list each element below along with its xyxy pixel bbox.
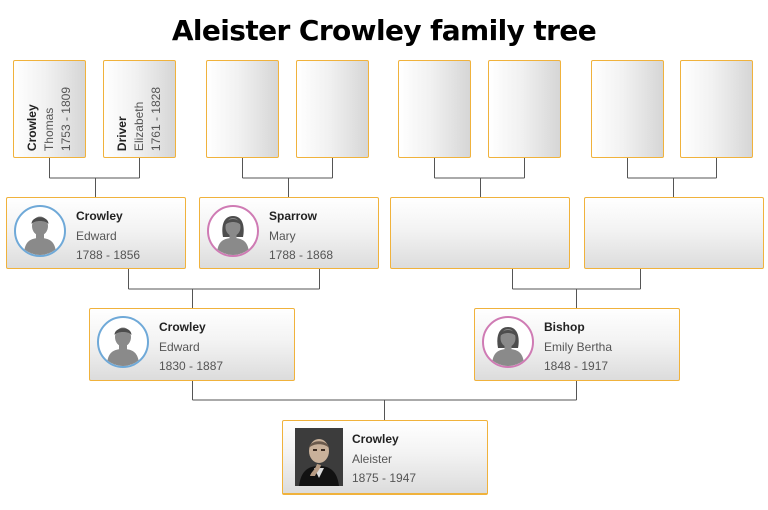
person-card-gen4[interactable]: Crowley Thomas 1753 - 1809 bbox=[13, 60, 86, 158]
person-lifespan: 1848 - 1917 bbox=[544, 359, 609, 373]
person-card-gen3-empty[interactable] bbox=[584, 197, 764, 269]
female-avatar-icon bbox=[482, 316, 534, 368]
person-card-root[interactable]: Crowley Aleister 1875 - 1947 bbox=[282, 420, 488, 495]
person-card-gen2[interactable]: Crowley Edward 1830 - 1887 bbox=[89, 308, 295, 381]
person-surname: Driver bbox=[115, 116, 129, 151]
person-surname: Crowley bbox=[352, 432, 399, 446]
person-card-gen4-empty[interactable] bbox=[488, 60, 561, 158]
person-lifespan: 1788 - 1868 bbox=[269, 248, 334, 262]
person-given-name: Aleister bbox=[352, 451, 393, 466]
male-avatar-icon bbox=[14, 205, 66, 257]
person-card-gen3[interactable]: Sparrow Mary 1788 - 1868 bbox=[199, 197, 379, 269]
person-info: Bishop Emily Bertha 1848 - 1917 bbox=[544, 318, 612, 377]
person-surname: Crowley bbox=[76, 209, 123, 223]
connector-line bbox=[128, 269, 320, 308]
female-avatar-icon bbox=[207, 205, 259, 257]
person-card-gen4-empty[interactable] bbox=[591, 60, 664, 158]
connector-line bbox=[512, 269, 641, 308]
page-title: Aleister Crowley family tree bbox=[171, 14, 597, 47]
connector-line bbox=[242, 158, 333, 197]
person-lifespan: 1761 - 1828 bbox=[149, 86, 163, 151]
person-card-text: Driver Elizabeth 1761 - 1828 bbox=[114, 87, 165, 151]
person-given-name: Edward bbox=[76, 228, 117, 243]
person-surname: Crowley bbox=[25, 104, 39, 151]
person-info: Crowley Edward 1830 - 1887 bbox=[159, 318, 223, 377]
person-surname: Sparrow bbox=[269, 209, 318, 223]
person-given-name: Thomas bbox=[42, 107, 56, 151]
person-card-gen3[interactable]: Crowley Edward 1788 - 1856 bbox=[6, 197, 186, 269]
person-given-name: Emily Bertha bbox=[544, 339, 613, 354]
person-card-gen2[interactable]: Bishop Emily Bertha 1848 - 1917 bbox=[474, 308, 680, 381]
person-info: Crowley Edward 1788 - 1856 bbox=[76, 207, 140, 266]
male-avatar-icon bbox=[97, 316, 149, 368]
connector-line bbox=[627, 158, 717, 197]
person-lifespan: 1788 - 1856 bbox=[76, 248, 141, 262]
person-card-gen4-empty[interactable] bbox=[398, 60, 471, 158]
person-surname: Crowley bbox=[159, 320, 206, 334]
person-lifespan: 1875 - 1947 bbox=[352, 471, 417, 485]
person-given-name: Elizabeth bbox=[132, 101, 146, 151]
person-lifespan: 1753 - 1809 bbox=[59, 86, 73, 151]
connector-line bbox=[192, 381, 577, 420]
connector-line bbox=[434, 158, 525, 197]
person-card-text: Crowley Thomas 1753 - 1809 bbox=[24, 87, 75, 151]
person-given-name: Edward bbox=[159, 339, 200, 354]
connector-line bbox=[49, 158, 140, 197]
person-card-gen4-empty[interactable] bbox=[680, 60, 753, 158]
person-given-name: Mary bbox=[269, 228, 296, 243]
person-card-gen4-empty[interactable] bbox=[296, 60, 369, 158]
person-card-gen4[interactable]: Driver Elizabeth 1761 - 1828 bbox=[103, 60, 176, 158]
person-info: Sparrow Mary 1788 - 1868 bbox=[269, 207, 333, 266]
person-card-gen3-empty[interactable] bbox=[390, 197, 570, 269]
person-surname: Bishop bbox=[544, 320, 585, 334]
portrait-photo bbox=[295, 428, 343, 486]
person-info: Crowley Aleister 1875 - 1947 bbox=[352, 430, 416, 489]
person-card-gen4-empty[interactable] bbox=[206, 60, 279, 158]
person-lifespan: 1830 - 1887 bbox=[159, 359, 224, 373]
